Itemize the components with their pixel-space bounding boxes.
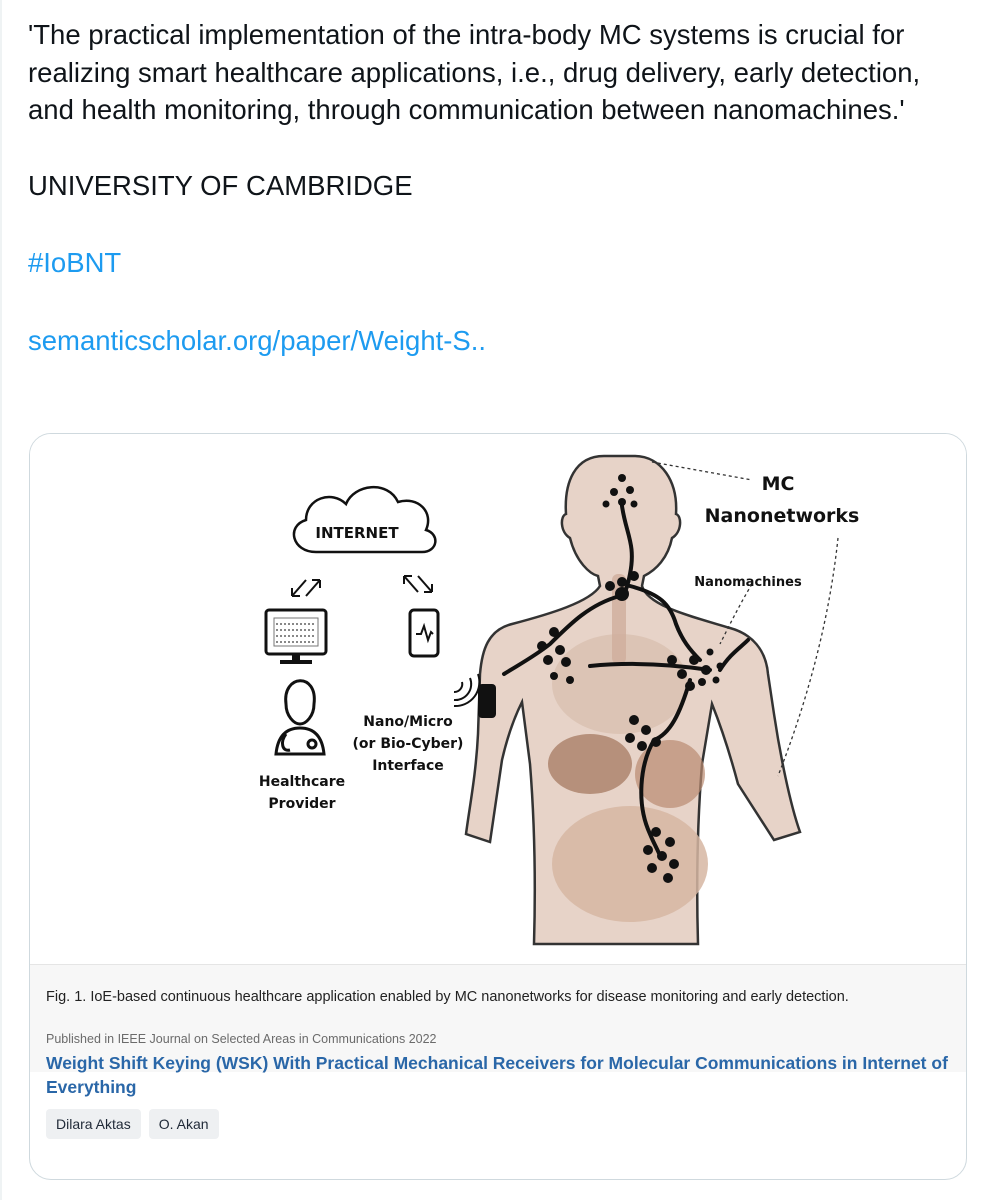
provider-label-line2: Provider <box>268 796 335 812</box>
author-list: Dilara Aktas O. Akan <box>46 1109 956 1139</box>
publication-venue: Published in IEEE Journal on Selected Ar… <box>46 1032 437 1046</box>
figure-caption-band: Fig. 1. IoE-based continuous healthcare … <box>30 964 966 1072</box>
connection-arrows <box>291 575 433 597</box>
provider-label-line1: Healthcare <box>259 774 345 790</box>
figure-caption: Fig. 1. IoE-based continuous healthcare … <box>46 989 849 1005</box>
nanomachine-clusters <box>537 474 724 883</box>
liver-shape <box>548 734 632 794</box>
interface-label-line2: (or Bio-Cyber) <box>353 736 464 752</box>
author-chip[interactable]: Dilara Aktas <box>46 1109 141 1139</box>
stomach-shape <box>635 740 705 808</box>
label-pointer-lines <box>651 461 839 777</box>
mc-label: MC <box>762 473 795 495</box>
intestines-shape <box>552 806 708 922</box>
paper-title-link[interactable]: Weight Shift Keying (WSK) With Practical… <box>46 1053 948 1097</box>
wireless-signal-icon <box>453 673 481 708</box>
healthcare-provider-icon <box>274 679 326 756</box>
interface-label-line1: Nano/Micro <box>363 714 453 730</box>
internet-label: INTERNET <box>315 524 399 542</box>
tweet-body: 'The practical implementation of the int… <box>28 16 958 359</box>
link-preview-card[interactable]: INTERNET <box>29 433 967 1180</box>
interface-label-line3: Interface <box>372 758 444 774</box>
author-chip[interactable]: O. Akan <box>148 1109 219 1139</box>
paper-metadata: Published in IEEE Journal on Selected Ar… <box>46 1032 956 1139</box>
mobile-phone-icon <box>408 608 440 658</box>
lungs-shape <box>552 634 688 734</box>
computer-monitor-icon <box>264 608 328 664</box>
internet-cloud-icon <box>292 485 437 554</box>
paper-url-link[interactable]: semanticscholar.org/paper/Weight-S.. <box>28 324 487 356</box>
hashtag-link[interactable]: #IoBNT <box>28 247 122 278</box>
tweet-quote: 'The practical implementation of the int… <box>28 19 921 125</box>
nanomachines-label: Nanomachines <box>694 575 802 590</box>
paper-figure: INTERNET <box>30 434 966 964</box>
tweet-organization: UNIVERSITY OF CAMBRIDGE <box>28 169 413 201</box>
timeline-divider <box>0 0 2 1200</box>
ioe-healthcare-illustration: INTERNET <box>259 454 860 946</box>
nanonetworks-label: Nanonetworks <box>705 505 860 527</box>
wearable-interface-device <box>478 684 496 718</box>
